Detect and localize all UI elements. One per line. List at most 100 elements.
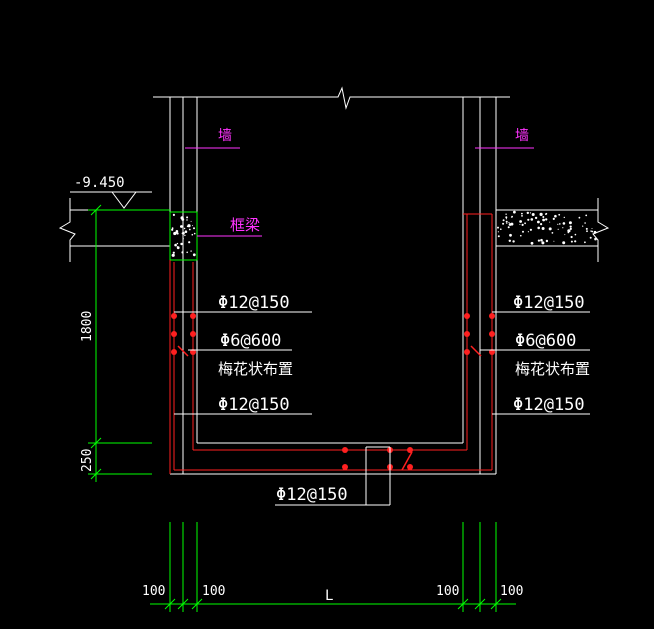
hatch-dot bbox=[172, 251, 175, 254]
hatch-dot bbox=[578, 216, 581, 219]
hatch-dot bbox=[585, 227, 588, 230]
hatch-dot bbox=[594, 237, 597, 241]
rebar-right-tie-note: 梅花状布置 bbox=[515, 360, 590, 378]
wall-label-left: 墙 bbox=[218, 128, 232, 144]
hatch-dot bbox=[562, 222, 566, 225]
hatch-dot bbox=[191, 233, 194, 236]
dim-bottom-left-outer: 100 bbox=[142, 584, 165, 599]
hatch-dot bbox=[537, 226, 540, 230]
hatch-dot bbox=[502, 222, 505, 225]
hatch-dot bbox=[497, 226, 499, 229]
hatch-dot bbox=[508, 221, 510, 224]
hatch-dot bbox=[175, 230, 179, 233]
left-break bbox=[58, 198, 76, 262]
hatch-dot bbox=[591, 228, 593, 229]
hatch-dot bbox=[570, 235, 573, 239]
hatch-dot bbox=[570, 240, 573, 243]
hatch-dot bbox=[568, 221, 572, 225]
hatch-dot bbox=[557, 228, 559, 230]
hatch-dot bbox=[513, 210, 516, 214]
hatch-dot bbox=[553, 240, 555, 242]
label-underlines bbox=[185, 147, 534, 237]
rebar-right-bottom-label: Φ12@150 bbox=[513, 395, 585, 415]
hatch-dot bbox=[552, 217, 555, 220]
dim-bottom-left-inner: 100 bbox=[202, 584, 225, 599]
hatch-dot bbox=[530, 241, 534, 245]
hatch-dot bbox=[540, 223, 543, 226]
hatch-dot bbox=[519, 224, 521, 225]
hatch-dot bbox=[545, 218, 548, 221]
rebar-left-tie-label: Φ6@600 bbox=[220, 331, 281, 351]
rebar-right-tie-label: Φ6@600 bbox=[515, 331, 576, 351]
hatch-dot bbox=[540, 238, 543, 242]
hatch-dot bbox=[186, 219, 188, 221]
hatch-dot bbox=[186, 216, 189, 219]
hatch-dot bbox=[594, 232, 596, 234]
rebar-lines bbox=[169, 213, 493, 474]
hatch-dot bbox=[171, 227, 174, 230]
hatch-dot bbox=[539, 212, 543, 216]
hatch-dot bbox=[181, 251, 184, 254]
leader-lines bbox=[174, 311, 590, 506]
hatch-dot bbox=[567, 229, 571, 233]
hatch-dot bbox=[511, 215, 513, 218]
dimension-lines bbox=[88, 204, 516, 612]
hatch-dot bbox=[184, 230, 188, 233]
hatch-dot bbox=[530, 218, 534, 221]
hatch-dot bbox=[187, 224, 191, 228]
rebar-base-label: Φ12@150 bbox=[276, 485, 348, 505]
hatch-dot bbox=[563, 216, 565, 219]
hatch-dot bbox=[558, 213, 561, 216]
hatch-dot bbox=[176, 246, 180, 250]
hatch-dot bbox=[549, 221, 551, 223]
hatch-dot bbox=[506, 222, 508, 224]
hatch-dot bbox=[529, 228, 533, 231]
hatch-dot bbox=[541, 227, 545, 230]
hatch-dot bbox=[180, 225, 183, 228]
hatch-dot bbox=[182, 238, 184, 240]
hatch-dot bbox=[509, 233, 512, 237]
hatch-dot bbox=[192, 253, 196, 257]
hatch-dot bbox=[562, 227, 564, 229]
elevation-label: -9.450 bbox=[74, 175, 125, 191]
hatch-dot bbox=[500, 228, 502, 230]
hatch-dot bbox=[186, 251, 188, 254]
hatch-dot bbox=[574, 240, 577, 243]
rebar-left-tie-note: 梅花状布置 bbox=[218, 360, 293, 378]
dim-bottom-right-outer: 100 bbox=[500, 584, 523, 599]
hatch-dot bbox=[557, 223, 559, 225]
hatch-dot bbox=[181, 232, 184, 235]
hatch-dot bbox=[512, 240, 515, 243]
dim-bottom-right-inner: 100 bbox=[436, 584, 459, 599]
hatch-dot bbox=[176, 242, 179, 245]
hatch-dot bbox=[505, 216, 508, 219]
hatch-dot bbox=[180, 242, 183, 246]
hatch-dot bbox=[529, 212, 532, 214]
elevation-triangle bbox=[111, 191, 137, 209]
hatch-dot bbox=[188, 241, 191, 244]
hatch-dot bbox=[193, 232, 196, 235]
hatch-dot bbox=[171, 228, 174, 231]
hatch-dot bbox=[590, 230, 592, 232]
hatch-dot bbox=[545, 239, 549, 243]
rebar-left-top-label: Φ12@150 bbox=[218, 293, 290, 313]
hatch-dot bbox=[531, 213, 535, 216]
hatch-dot bbox=[502, 219, 505, 222]
hatch-dot bbox=[548, 227, 552, 231]
hatch-dot bbox=[589, 236, 592, 239]
rebar-right-top-label: Φ12@150 bbox=[513, 293, 585, 313]
wall-label-right: 墙 bbox=[515, 128, 529, 144]
hatch-dot bbox=[190, 250, 192, 252]
hatch-dot bbox=[534, 216, 538, 220]
right-break bbox=[592, 198, 610, 262]
hatch-dot bbox=[183, 227, 186, 230]
rebar-left-bottom-label: Φ12@150 bbox=[218, 395, 290, 415]
hatch-dot bbox=[521, 223, 524, 226]
frame-beam-label: 框梁 bbox=[230, 216, 260, 234]
hatch-dot bbox=[505, 218, 507, 220]
hatch-dot bbox=[527, 231, 530, 233]
hatch-dot bbox=[193, 227, 195, 230]
hatch-dot bbox=[586, 230, 588, 233]
hatch-dot bbox=[582, 225, 584, 227]
hatch-dot bbox=[569, 227, 572, 230]
